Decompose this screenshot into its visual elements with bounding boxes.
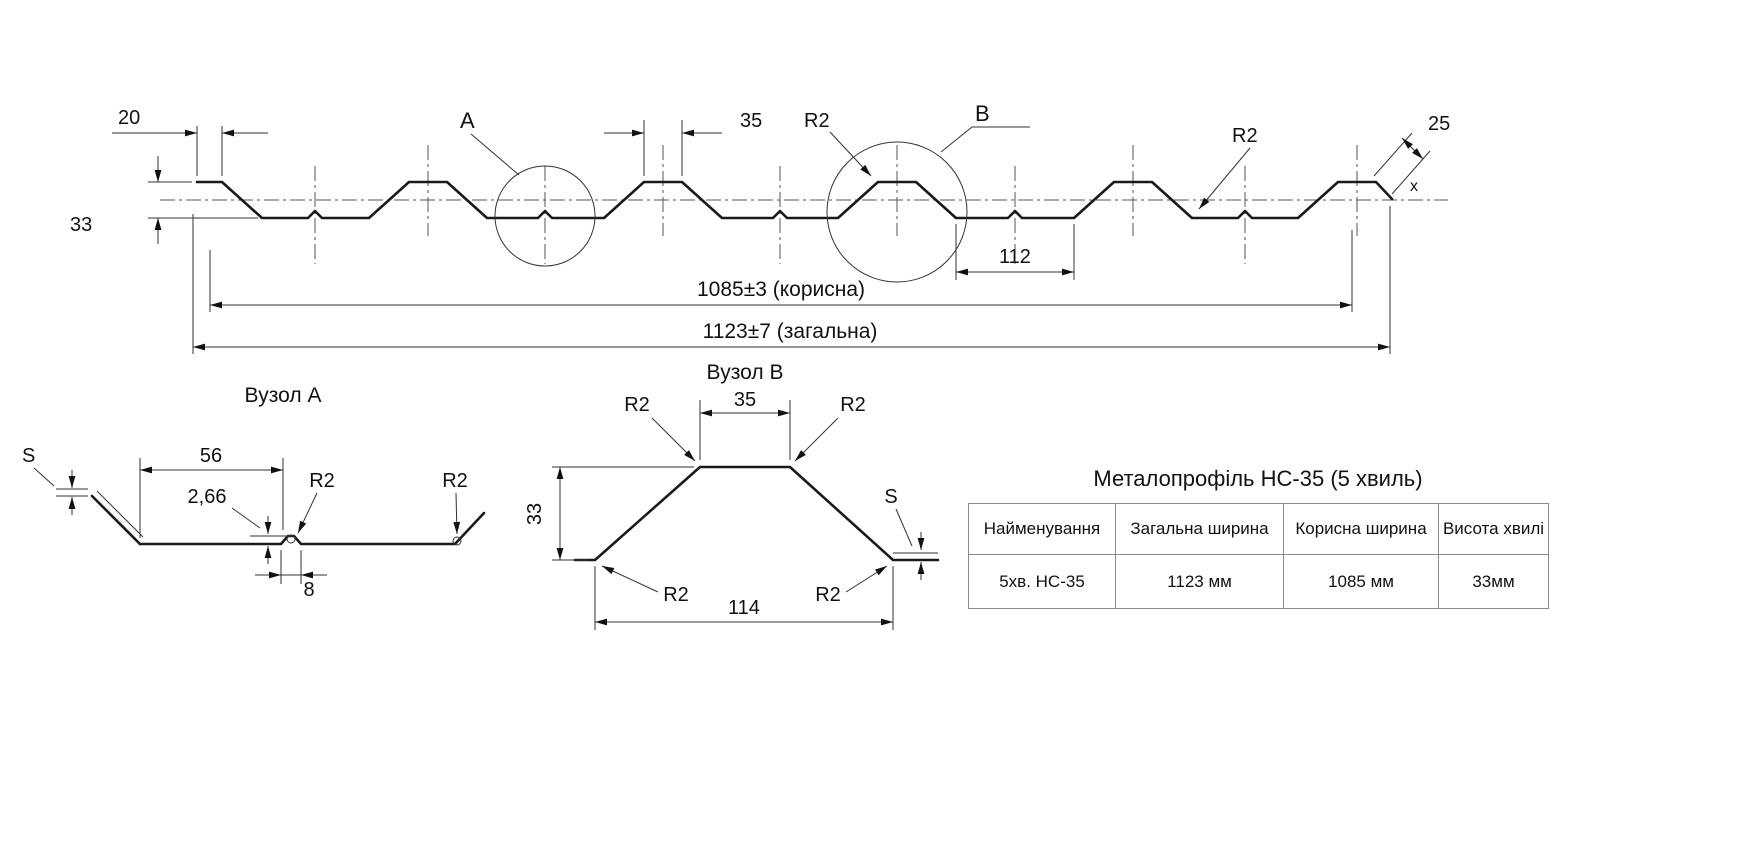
dimension-total-width: 1123±7 (загальна) [192,206,1391,354]
dim-56-text: 56 [200,445,222,467]
node-a-r2-corner: R2 [442,470,468,535]
dim-33-text: 33 [70,214,92,236]
cell-name: 5хв. НС-35 [968,554,1116,609]
node-b-dimension-33: 33 [524,466,694,561]
node-a-thickness: S [22,445,88,515]
dim-112-text: 112 [999,246,1031,268]
node-b-thickness: S [884,486,925,580]
node-b-r2-bottom-left: R2 [601,565,689,606]
header-name: Найменування [968,503,1116,555]
dimension-2-66: 2,66 [188,486,292,564]
node-b-dim-35-text: 35 [734,389,756,411]
node-b-detail: Вузол B 35 R2 R2 33 [524,361,940,630]
table-title: Металопрофіль НС-35 (5 хвиль) [1093,466,1423,491]
cell-total-width: 1123 мм [1115,554,1284,609]
node-b-r2-br-text: R2 [815,584,841,606]
node-b-r2-tr-text: R2 [840,394,866,416]
main-view: 20 33 A 35 R2 [70,101,1450,354]
table-row: 5хв. НС-35 1123 мм 1085 мм 33мм [968,554,1549,609]
node-a-detail: Вузол A S 56 2,66 [22,384,486,601]
r2-right-text: R2 [1232,125,1258,147]
dimension-33: 33 [70,156,258,244]
detail-circle-a [494,165,596,267]
dimension-25: 25 x [1373,113,1450,195]
node-b-dim-114-text: 114 [728,597,760,619]
node-b-r2-top-left: R2 [624,394,696,462]
header-useful-width: Корисна ширина [1283,503,1439,555]
node-a-r2-notch: R2 [297,470,335,534]
spec-section: Металопрофіль НС-35 (5 хвиль) Найменуван… [968,466,1549,609]
node-a-r2-notch-text: R2 [309,470,335,492]
dim-2-66-text: 2,66 [188,486,227,508]
header-wave-height: Висота хвилі [1438,503,1549,555]
node-b-r2-bl-text: R2 [663,584,689,606]
dim-total-text: 1123±7 (загальна) [703,320,878,343]
node-b-trapezoid [573,465,940,562]
node-b-callout: B [940,101,1030,153]
dimension-35: 35 [604,110,762,176]
node-a-label: A [460,108,475,133]
dim-20-text: 20 [118,107,140,129]
node-b-r2-top-right: R2 [794,394,866,462]
table-header-row: Найменування Загальна ширина Корисна шир… [968,503,1549,555]
node-b-title: Вузол B [707,361,784,384]
dimension-20: 20 [112,107,268,176]
node-b-dimension-35: 35 [699,389,791,460]
radius-r2-mid: R2 [804,110,872,177]
centerlines [160,145,1448,264]
dim-35-text: 35 [740,110,762,132]
cell-useful-width: 1085 мм [1283,554,1439,609]
node-b-r2-bottom-right: R2 [815,565,888,606]
dimension-112: 112 [955,224,1075,280]
node-b-label: B [975,101,990,126]
node-a-s-text: S [22,445,35,467]
node-a-title: Вузол A [245,384,322,407]
node-a-bottom [138,511,486,546]
cell-wave-height: 33мм [1438,554,1549,609]
x-mark-text: x [1410,178,1418,195]
node-a-notch-radius [286,534,296,544]
node-b-r2-tl-text: R2 [624,394,650,416]
dimension-useful-width: 1085±3 (корисна) [209,230,1353,312]
node-b-s-text: S [884,486,897,508]
node-a-callout: A [460,108,520,176]
node-a-left-slope [90,494,142,546]
dim-8-text: 8 [303,579,314,601]
r2-mid-text: R2 [804,110,830,132]
node-b-dimension-114: 114 [594,566,894,630]
radius-r2-right: R2 [1198,125,1258,210]
header-total-width: Загальна ширина [1115,503,1284,555]
dim-25-text: 25 [1428,113,1450,135]
node-a-r2-corner-text: R2 [442,470,468,492]
dim-useful-text: 1085±3 (корисна) [697,278,865,301]
detail-circle-b [826,141,968,283]
node-b-dim-33-text: 33 [524,503,546,525]
dimension-56: 56 [139,445,284,538]
spec-table: Найменування Загальна ширина Корисна шир… [968,503,1549,609]
dimension-8: 8 [255,550,327,601]
node-a-corner-radius [452,536,462,546]
profile-outline [195,180,1394,220]
